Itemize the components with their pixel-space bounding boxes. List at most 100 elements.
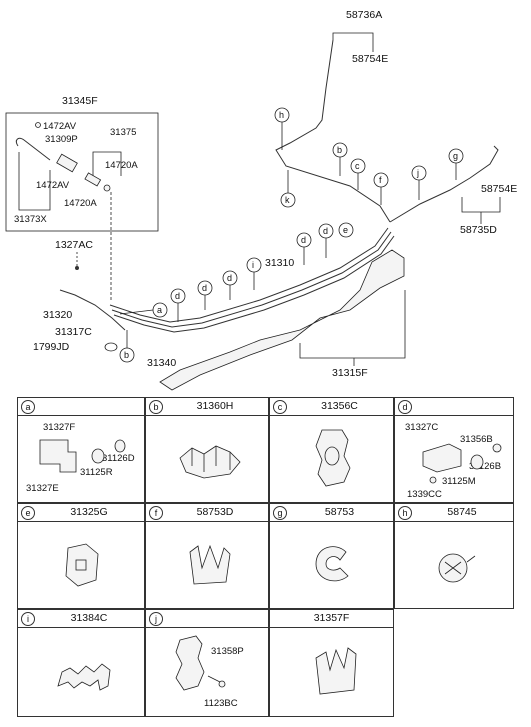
cell-part-f: 58753D — [196, 506, 234, 518]
label-1799JD: 1799JD — [33, 341, 70, 353]
sub-1123BC: 1123BC — [204, 698, 238, 709]
label-31320: 31320 — [43, 309, 72, 321]
callout-c: c — [350, 158, 366, 174]
svg-text:b: b — [124, 350, 129, 360]
label-31375: 31375 — [110, 127, 136, 138]
label-31315F: 31315F — [332, 367, 368, 379]
bracket-icon — [39, 439, 126, 473]
parts-grid: a 31327F 31126D 31125R 31327E b 31360H c 3… — [17, 397, 514, 717]
cell-a: a 31327F 31126D 31125R 31327E — [17, 397, 145, 503]
hose-right — [389, 145, 499, 223]
label-31340: 31340 — [147, 357, 176, 369]
sub-31126B: 31126B — [469, 461, 502, 472]
callout-i: i — [246, 257, 262, 273]
sub-31125R: 31125R — [80, 467, 113, 478]
cell-letter-a: a — [21, 400, 35, 414]
svg-text:d: d — [175, 291, 180, 301]
cell-j: j 31358P 1123BC — [145, 609, 269, 717]
svg-text:d: d — [227, 273, 232, 283]
clip-f-icon — [189, 544, 231, 585]
cell-h: h 58745 — [394, 503, 514, 609]
label-14720A-a: 14720A — [105, 160, 138, 171]
cell-letter-h: h — [398, 506, 412, 520]
svg-text:e: e — [343, 225, 348, 235]
cell-part-i: 31384C — [70, 612, 108, 624]
clip-i-icon — [57, 663, 111, 691]
callout-e: e — [338, 222, 354, 238]
svg-text:h: h — [279, 110, 284, 120]
callout-d-5: d — [170, 288, 186, 304]
cell-d: d 31327C 31356B 31126B 31125M 1339CC — [394, 397, 514, 503]
sub-31327E: 31327E — [26, 483, 59, 494]
bracket-58735D — [461, 197, 501, 213]
callout-g: g — [448, 148, 464, 164]
cell-31357F: 31357F — [269, 609, 394, 717]
callout-b-low: b — [119, 347, 135, 363]
svg-text:d: d — [301, 235, 306, 245]
clip-e-icon — [65, 543, 99, 587]
callout-j: j — [411, 165, 427, 181]
callout-a: a — [152, 302, 168, 318]
cell-letter-g: g — [273, 506, 287, 520]
callout-d-2: d — [296, 232, 312, 248]
svg-text:c: c — [355, 161, 360, 171]
cell-i: i 31384C — [17, 609, 145, 717]
bracket-assembly-icon — [422, 443, 502, 484]
clip-bolt-icon — [175, 635, 226, 691]
label-31317C: 31317C — [55, 326, 92, 338]
cell-part-b: 31360H — [196, 400, 234, 412]
label-58754E-top: 58754E — [352, 53, 388, 65]
plug-icon — [438, 553, 476, 583]
callout-d-4: d — [197, 280, 213, 296]
svg-text:d: d — [202, 283, 207, 293]
grommet-icon — [315, 546, 349, 582]
cell-letter-b: b — [149, 400, 163, 414]
clip-icon — [179, 445, 241, 479]
cell-part-31357F: 31357F — [313, 612, 350, 624]
cell-c: c 31356C — [269, 397, 394, 503]
cell-letter-j: j — [149, 612, 163, 626]
sub-31358P: 31358P — [211, 646, 244, 657]
parts-diagram: 58736A 58754E 58754E 58735D 31345F 1472A… — [5, 9, 517, 391]
label-58735D: 58735D — [460, 224, 497, 236]
cell-part-c: 31356C — [321, 400, 358, 412]
cell-b: b 31360H — [145, 397, 269, 503]
sub-31327C: 31327C — [405, 422, 439, 433]
cell-part-g: 58753 — [324, 506, 355, 518]
svg-text:d: d — [323, 226, 328, 236]
label-58754E-right: 58754E — [481, 183, 517, 195]
sub-1339CC: 1339CC — [407, 489, 442, 500]
label-1327AC: 1327AC — [55, 239, 93, 251]
label-14720A-b: 14720A — [64, 198, 97, 209]
callout-h: h — [274, 107, 290, 123]
clamp-icon — [315, 429, 351, 487]
label-31310: 31310 — [265, 257, 294, 269]
bracket-58736A — [332, 32, 374, 40]
label-58736A: 58736A — [346, 9, 382, 21]
svg-text:g: g — [453, 151, 458, 161]
label-31345F: 31345F — [62, 95, 98, 107]
label-1472AV-b: 1472AV — [36, 180, 70, 191]
cell-letter-c: c — [273, 400, 287, 414]
cell-part-e: 31325G — [70, 506, 108, 518]
label-31309P: 31309P — [45, 134, 78, 145]
clip-31357F-icon — [315, 647, 357, 695]
callout-d-3: d — [222, 270, 238, 286]
svg-text:j: j — [416, 168, 419, 178]
callout-k: k — [280, 192, 296, 208]
svg-text:b: b — [337, 145, 342, 155]
cell-letter-d: d — [398, 400, 412, 414]
svg-text:i: i — [252, 260, 254, 270]
callout-f: f — [373, 172, 389, 188]
sub-31125M: 31125M — [442, 476, 476, 487]
cell-f: f 58753D — [145, 503, 269, 609]
sub-31327F: 31327F — [43, 422, 76, 433]
cell-letter-f: f — [149, 506, 163, 520]
sub-31126D: 31126D — [102, 453, 135, 464]
cell-g: g 58753 — [269, 503, 394, 609]
label-1472AV-a: 1472AV — [43, 121, 77, 132]
cell-part-h: 58745 — [447, 506, 477, 518]
cell-letter-e: e — [21, 506, 35, 520]
cell-letter-i: i — [21, 612, 35, 626]
label-31373X: 31373X — [14, 214, 47, 225]
